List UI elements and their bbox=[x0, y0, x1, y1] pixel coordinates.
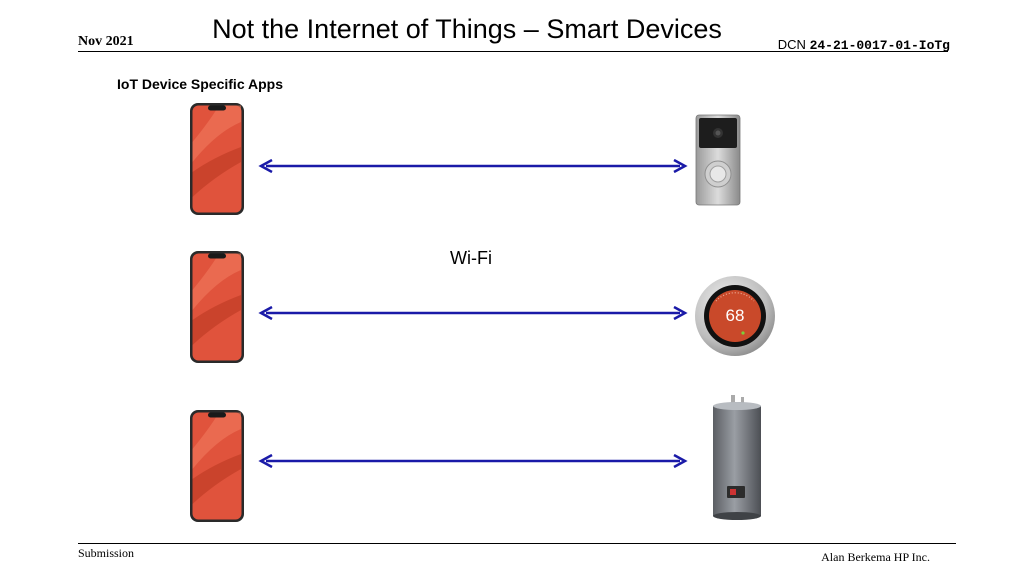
wifi-label: Wi-Fi bbox=[450, 248, 492, 268]
section-subtitle: IoT Device Specific Apps bbox=[117, 76, 283, 92]
slide-title: Not the Internet of Things – Smart Devic… bbox=[212, 14, 722, 44]
thermostat-icon: 68 bbox=[695, 276, 775, 356]
double-arrow-icon bbox=[258, 159, 688, 173]
header-date: Nov 2021 bbox=[78, 34, 134, 49]
thermostat-reading: 68 bbox=[726, 306, 745, 325]
header-divider bbox=[78, 51, 948, 52]
footer-author: Alan Berkema HP Inc. bbox=[821, 550, 930, 564]
doorbell-icon bbox=[695, 114, 741, 206]
footer-submission: Submission bbox=[78, 546, 135, 560]
water-heater-icon bbox=[713, 395, 761, 520]
dcn-label: DCN 24-21-0017-01-IoTg bbox=[778, 37, 950, 53]
footer-divider bbox=[78, 543, 956, 544]
smartphone-icon bbox=[190, 103, 244, 215]
smartphone-icon bbox=[190, 410, 244, 522]
double-arrow-icon bbox=[258, 454, 688, 468]
dcn-number: 24-21-0017-01-IoTg bbox=[809, 38, 950, 53]
smartphone-icon bbox=[190, 251, 244, 363]
dcn-prefix: DCN bbox=[777, 37, 806, 52]
double-arrow-icon bbox=[258, 306, 688, 320]
